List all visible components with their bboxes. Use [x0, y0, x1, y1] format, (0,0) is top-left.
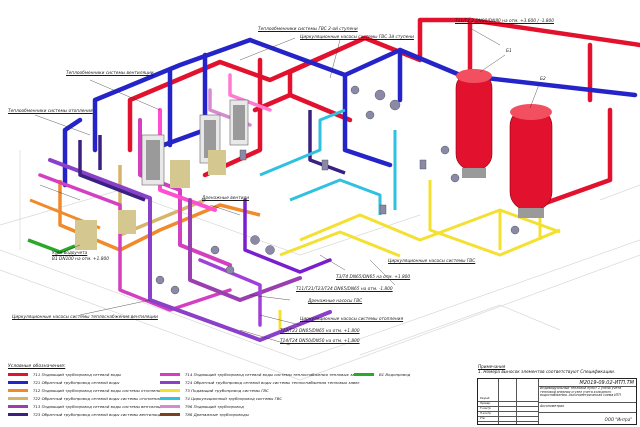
legend-swatch — [8, 388, 28, 392]
heat-exchangers — [75, 99, 249, 250]
legend-item: Т23 Обратный трубопровод сетевой воды си… — [8, 410, 164, 418]
pipe-b1-water — [27, 238, 76, 254]
label-pipe-spec-mid2: Т13/Т23 DN65/DN65 на отм. +1.800 — [280, 329, 360, 334]
stamp-row-line — [478, 411, 538, 412]
label-water-meter-unit: Узел водоучета — [52, 251, 88, 256]
label-heat-exchangers-vent: Теплообменники системы вентиляции — [66, 71, 154, 76]
legend-title: Условные обозначения: — [8, 364, 66, 369]
legend-item: Т86 Дренажные трубопроводы — [160, 410, 249, 418]
legend-item: Т4 Циркуляционный трубопровод системы ГВ… — [160, 394, 282, 402]
legend-item: Т96 Подающий трубопровод — [160, 402, 244, 410]
stamp-line — [538, 386, 636, 387]
label-circ-pumps-gvs-right: Циркуляционные насосы системы ГВС — [388, 259, 476, 264]
label-pipe-spec-mid3: Т14/Т24 DN50/DN50 на отм. +1.800 — [280, 339, 360, 344]
stamp-line — [538, 402, 636, 403]
stamp-row-line — [478, 416, 538, 417]
legend-swatch — [160, 380, 180, 384]
legend-swatch — [8, 412, 28, 416]
leader-lines — [34, 27, 541, 346]
stamp-divider — [538, 379, 539, 424]
legend: Условные обозначения: Т11 Подающий трубо… — [4, 364, 474, 424]
legend-swatch — [8, 396, 28, 400]
legend-swatch — [160, 404, 180, 408]
label-pipe-spec-top-right: Т11/Т2 2 DN80/DN80 на отм. +3.600 / -1.8… — [455, 19, 555, 24]
stamp-row-label: Провер. — [480, 402, 491, 405]
stamp-row-label: Т.контр. — [480, 407, 492, 410]
legend-swatch — [8, 404, 28, 408]
legend-item: Т12 Подающий трубопровод сетевой воды си… — [8, 386, 163, 394]
stamp-row-label: Утв. — [480, 417, 486, 420]
label-heat-exchangers-heating: Теплообменники системы отопления — [8, 109, 93, 114]
stamp-row-label: Разраб. — [480, 397, 491, 400]
legend-item: Т22 Обратный трубопровод сетевой воды си… — [8, 394, 161, 402]
notes-title: Примечания — [478, 364, 506, 369]
company-name: ООО "Интра" — [604, 417, 632, 422]
label-pipe-spec-mid1: Т11/Т21/Т23/Т24 DN65/DN65 на отм. -1.800 — [296, 287, 393, 292]
stamp-row-line — [478, 401, 538, 402]
stamp-line — [538, 412, 636, 413]
label-pipe-spec-right: Т3/Т4 DN65/DN65 на отм. +1.800 — [336, 275, 411, 280]
label-circ-pumps-vent: Циркуляционные насосы системы теплоснабж… — [12, 315, 158, 320]
document-code: М2019-09.02-ИТП.ТМ — [579, 380, 634, 386]
label-circ-pumps-gvs-top: Циркуляционные насосы системы ГВС 3й сту… — [300, 35, 414, 40]
stamp-row-line — [478, 421, 538, 422]
label-tank-b2: Б2 — [540, 77, 546, 82]
label-drain-pumps-gvs: Дренажные насосы ГВС — [308, 299, 363, 304]
legend-swatch — [160, 388, 180, 392]
sheet-title: Аксонометрия — [540, 404, 565, 408]
pipe-t13-t23-ventilation — [78, 110, 346, 202]
legend-swatch — [354, 372, 374, 376]
label-drain-valves: Дренажные вентили — [202, 196, 250, 201]
legend-swatch — [160, 412, 180, 416]
legend-swatch — [160, 396, 180, 400]
legend-item: Т24 Обратный трубопровод сетевой воды си… — [160, 378, 360, 386]
legend-item: Т13 Подающий трубопровод сетевой воды си… — [8, 402, 166, 410]
label-tank-b1: Б1 — [506, 49, 512, 54]
label-heat-exchangers-gvs: Теплообменники системы ГВС 2-ой ступени — [258, 27, 358, 32]
label-water-meter-pipe: В1 DN100 на отм. +1.800 — [52, 257, 109, 262]
legend-swatch — [8, 380, 28, 384]
document-description: Индивидуальный тепловой пункт 1 узела уч… — [540, 386, 622, 398]
notes-text: 1. Номера выносок элементов соответствую… — [478, 369, 616, 374]
notes: Примечания 1. Номера выносок элементов с… — [478, 364, 615, 374]
legend-item: Т14 Подающий трубопровод сетевой воды си… — [160, 370, 361, 378]
legend-item: Т21 Обратный трубопровод сетевой воды — [8, 378, 119, 386]
legend-item: В1 Водопровод — [354, 370, 410, 378]
storage-tank-b1 — [455, 69, 493, 178]
legend-item: Т11 Подающий трубопровод сетевой воды — [8, 370, 121, 378]
label-circ-pumps-heating: Циркуляционные насосы системы отопления — [300, 317, 404, 322]
title-block: М2019-09.02-ИТП.ТМ Индивидуальный теплов… — [477, 378, 637, 425]
legend-swatch — [160, 372, 180, 376]
storage-tank-b2 — [509, 104, 553, 218]
stamp-row-label: Н.контр. — [480, 412, 492, 415]
legend-swatch — [8, 372, 28, 376]
legend-item: Т3 Подающий трубопровод системы ГВС — [160, 386, 269, 394]
stamp-row-line — [478, 406, 538, 407]
